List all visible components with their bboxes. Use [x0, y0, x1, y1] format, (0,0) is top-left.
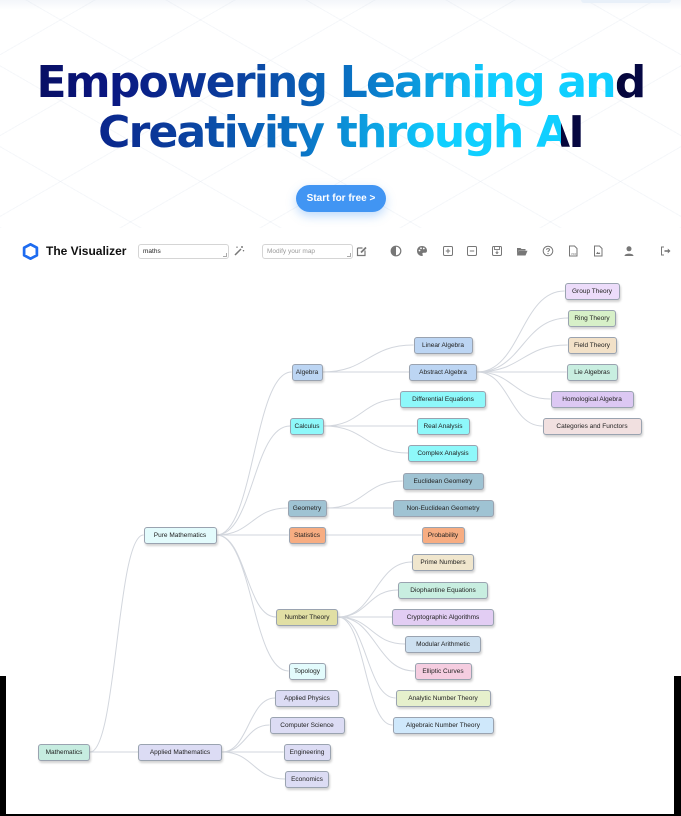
user-icon[interactable] [623, 245, 635, 257]
link-calculus-complexanalysis [323, 425, 409, 454]
mind-map-node-noneuclidean[interactable]: Non-Euclidean Geometry [392, 499, 494, 517]
mind-map-node-euclidean[interactable]: Euclidean Geometry [402, 472, 484, 490]
mind-map-node-statistics[interactable]: Statistics [288, 526, 326, 544]
headline-line-2: Creativity through AI [0, 108, 681, 158]
frame-border-bottom [0, 814, 681, 816]
headline-line-1: Empowering Learning and [0, 58, 681, 108]
link-numbertheory-algebraicnt [337, 616, 393, 726]
edit-icon[interactable] [356, 245, 368, 257]
link-pure-numbertheory [216, 534, 277, 618]
mind-map-node-abstractalgebra[interactable]: Abstract Algebra [409, 363, 477, 381]
expand-plus-icon[interactable] [442, 245, 454, 257]
mind-map-node-categories[interactable]: Categories and Functors [542, 417, 642, 435]
mind-map-node-engineering[interactable]: Engineering [283, 743, 331, 761]
contrast-icon[interactable] [390, 245, 402, 257]
link-abstractalgebra-homological [476, 371, 551, 400]
link-geometry-euclidean [326, 480, 403, 509]
mind-map-node-probability[interactable]: Probability [421, 526, 465, 544]
magic-wand-icon[interactable] [233, 245, 245, 257]
image-file-icon[interactable] [592, 245, 604, 257]
topic-input[interactable] [138, 244, 229, 259]
mind-map-links [89, 290, 569, 780]
mind-map-node-elliptic[interactable]: Elliptic Curves [414, 662, 472, 680]
modify-map-input[interactable] [262, 244, 353, 259]
link-pure-calculus [216, 425, 291, 536]
palette-icon[interactable] [416, 245, 428, 257]
save-icon[interactable] [491, 245, 503, 257]
mind-map-node-field[interactable]: Field Theory [567, 336, 617, 354]
mind-map-node-calculus[interactable]: Calculus [290, 417, 324, 435]
mind-map-node-algebraicnt[interactable]: Algebraic Number Theory [392, 716, 494, 734]
link-applied-cs [221, 724, 270, 753]
mind-map-node-homological[interactable]: Homological Algebra [550, 390, 634, 408]
link-numbertheory-elliptic [337, 616, 415, 672]
link-abstractalgebra-field [476, 344, 568, 373]
svg-text:PDF: PDF [571, 252, 577, 256]
mind-map-node-mathematics[interactable]: Mathematics [38, 743, 90, 761]
mind-map-node-crypto[interactable]: Cryptographic Algorithms [392, 608, 494, 626]
resize-handle[interactable] [347, 253, 351, 257]
mind-map-node-group[interactable]: Group Theory [564, 282, 620, 300]
link-algebra-linearalgebra [322, 344, 414, 373]
link-mathematics-pure [89, 534, 144, 753]
mind-map-node-lie[interactable]: Lie Algebras [566, 363, 618, 381]
app-title: The Visualizer [46, 244, 127, 258]
folder-open-icon[interactable] [516, 245, 528, 257]
mind-map-node-numbertheory[interactable]: Number Theory [276, 608, 338, 626]
mind-map-node-algebra[interactable]: Algebra [291, 363, 323, 381]
mind-map-node-applied[interactable]: Applied Mathematics [138, 743, 222, 761]
link-applied-appliedphysics [221, 697, 276, 753]
mind-map-node-cs[interactable]: Computer Science [269, 716, 345, 734]
mind-map-node-diffeq[interactable]: Differential Equations [400, 390, 486, 408]
link-numbertheory-diophantine [337, 589, 399, 618]
mind-map-node-diophantine[interactable]: Diophantine Equations [398, 581, 488, 599]
link-numbertheory-analytic [337, 616, 396, 699]
link-abstractalgebra-ring [476, 317, 569, 373]
start-for-free-button[interactable]: Start for free > [296, 185, 386, 212]
help-icon[interactable] [542, 245, 554, 257]
link-pure-topology [216, 534, 289, 672]
top-edge-accent [581, 0, 671, 3]
link-pure-algebra [216, 371, 292, 536]
mind-map-node-appliedphysics[interactable]: Applied Physics [275, 689, 339, 707]
app-toolbar: The Visualizer PDF [0, 238, 681, 266]
mind-map-node-pure[interactable]: Pure Mathematics [143, 526, 217, 544]
link-calculus-diffeq [323, 398, 401, 427]
frame-border-left [0, 676, 6, 816]
mind-map-node-analytic[interactable]: Analytic Number Theory [395, 689, 491, 707]
mind-map-node-realanalysis[interactable]: Real Analysis [416, 417, 470, 435]
logout-icon[interactable] [660, 245, 672, 257]
hero-headline: Empowering Learning and Creativity throu… [0, 58, 681, 158]
resize-handle[interactable] [223, 253, 227, 257]
link-abstractalgebra-group [476, 290, 565, 373]
mind-map-node-complexanalysis[interactable]: Complex Analysis [408, 444, 478, 462]
hero-section: Empowering Learning and Creativity throu… [0, 0, 681, 228]
link-applied-economics [221, 751, 286, 780]
mind-map-node-linearalgebra[interactable]: Linear Algebra [413, 336, 473, 354]
mind-map-node-geometry[interactable]: Geometry [287, 499, 327, 517]
pdf-file-icon[interactable]: PDF [567, 245, 579, 257]
frame-border-right [674, 676, 681, 816]
mind-map-node-ring[interactable]: Ring Theory [568, 309, 616, 327]
mind-map-node-prime[interactable]: Prime Numbers [412, 553, 474, 571]
link-numbertheory-prime [337, 561, 413, 618]
hexagon-logo-icon [22, 243, 39, 260]
mind-map-node-modular[interactable]: Modular Arithmetic [405, 635, 481, 653]
mind-map-node-economics[interactable]: Economics [285, 770, 329, 788]
link-pure-geometry [216, 507, 288, 536]
collapse-minus-icon[interactable] [466, 245, 478, 257]
link-abstractalgebra-categories [476, 371, 543, 427]
mind-map-node-topology[interactable]: Topology [288, 662, 326, 680]
